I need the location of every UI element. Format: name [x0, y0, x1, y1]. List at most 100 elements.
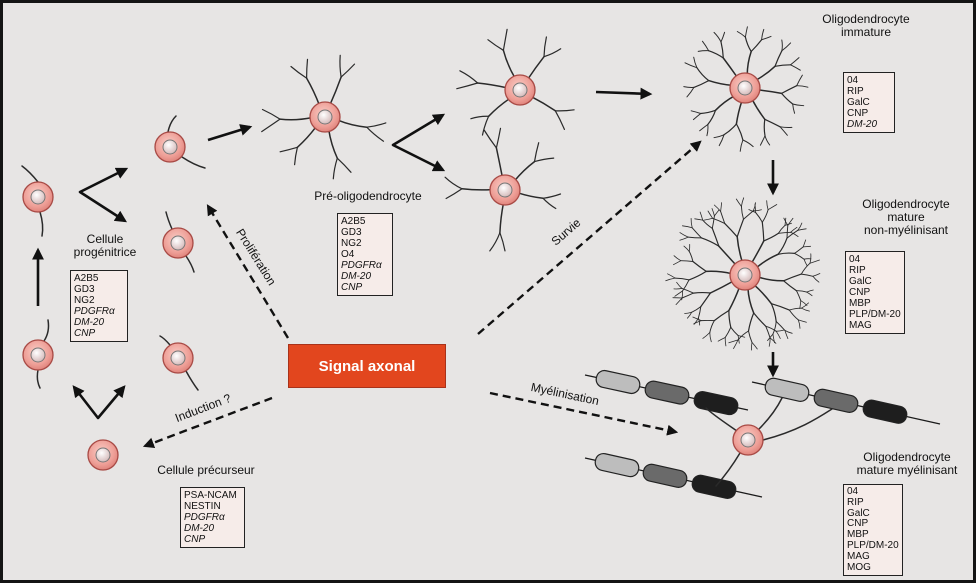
marker: GalC	[847, 507, 870, 519]
cell-process	[768, 337, 771, 347]
marker: PLP/DM-20	[847, 539, 899, 551]
title-line: mature	[887, 210, 925, 224]
marker: PDGFRα	[74, 306, 115, 317]
cell-process	[746, 50, 752, 76]
cell-process	[476, 82, 508, 89]
myelin-segment	[644, 380, 690, 405]
cell-process	[706, 124, 709, 137]
cell-process	[753, 312, 767, 327]
cell-process	[770, 303, 790, 311]
immature-oligodendrocyte-processes	[683, 26, 809, 152]
cell-process	[806, 289, 814, 293]
marker: CNP	[341, 282, 363, 293]
cell-process	[800, 273, 814, 277]
cell-process	[792, 103, 805, 107]
cell-process	[747, 286, 755, 314]
myelin-segment	[594, 452, 640, 478]
marker: GalC	[847, 97, 870, 108]
progenitor-cell	[162, 342, 194, 374]
cell-process	[812, 275, 820, 283]
cell-process	[279, 116, 313, 121]
cell-process	[502, 28, 508, 51]
cell-nucleus	[512, 82, 528, 98]
cell-process	[752, 202, 756, 212]
cell-process	[741, 197, 745, 207]
cell-process	[673, 255, 682, 262]
cell-process	[753, 283, 773, 305]
cell-nucleus	[737, 267, 753, 283]
branching-arrow	[391, 113, 446, 172]
cell-process	[675, 297, 683, 305]
marker: GalC	[849, 276, 872, 287]
cell-process	[711, 227, 720, 247]
marker: DM-20	[847, 119, 878, 130]
survival-arrow	[477, 140, 702, 335]
cell-process	[696, 67, 710, 82]
axonal-signal-box: Signal axonal	[288, 344, 446, 388]
cell-process	[728, 286, 741, 312]
cell-process	[775, 321, 786, 331]
marker: NG2	[341, 238, 362, 249]
cell-process	[763, 118, 766, 137]
cell-process	[769, 337, 777, 344]
cell-process	[766, 200, 769, 211]
cell-process	[735, 198, 742, 207]
cell-process	[542, 193, 562, 199]
cell-process	[802, 245, 811, 248]
cell-process	[799, 300, 802, 309]
cell-process	[159, 335, 171, 346]
marker: A2B5	[74, 273, 99, 284]
cell-process	[296, 125, 317, 149]
cell-process	[681, 292, 694, 299]
cell-process	[778, 231, 792, 234]
cell-nucleus	[170, 350, 186, 366]
cell-process	[185, 370, 199, 391]
cell-process	[533, 157, 555, 163]
cell-process	[783, 217, 789, 226]
cell-process	[783, 273, 802, 282]
cell-process	[787, 217, 794, 226]
cell-process	[750, 39, 763, 53]
cell-process	[167, 115, 177, 133]
cell-process	[750, 240, 765, 265]
cell-process	[778, 224, 786, 234]
cell-process	[700, 292, 711, 308]
cell-process	[728, 309, 732, 328]
cell-process	[693, 317, 699, 325]
cell-process	[693, 80, 710, 88]
cell-process	[733, 339, 739, 349]
cell-process	[736, 236, 744, 264]
cell-process	[748, 330, 753, 343]
cell-process	[797, 222, 803, 231]
cell-process	[786, 229, 799, 239]
cell-process	[456, 82, 479, 90]
axonal-signal-arrows	[142, 140, 702, 449]
cell-process	[495, 147, 504, 179]
branching-arrow	[72, 385, 126, 420]
cell-process	[720, 210, 726, 224]
cell-process	[543, 48, 562, 58]
cell-process	[692, 291, 711, 294]
cell-process	[743, 210, 754, 220]
cell-process	[757, 276, 785, 282]
cell-process	[690, 218, 693, 229]
pre-oligodendrocyte-processes	[261, 54, 387, 180]
cell-processes-layer	[21, 26, 821, 391]
cell-process	[709, 280, 735, 294]
cell-process	[502, 49, 516, 79]
cell-process	[783, 280, 798, 292]
cell-process	[687, 236, 702, 239]
cell-process	[684, 62, 698, 69]
cell-process	[714, 209, 720, 217]
marker: MOG	[847, 561, 871, 573]
cell-process	[682, 279, 690, 292]
marker: PDGFRα	[341, 260, 382, 271]
cell-process	[36, 369, 41, 389]
progenitor-cell	[162, 227, 194, 259]
cell-process	[781, 42, 792, 52]
cell-nucleus	[95, 447, 111, 463]
cell-process	[366, 122, 387, 128]
cell-process	[784, 330, 793, 334]
cell-nucleus	[497, 182, 513, 198]
title-line: non-myélinisant	[863, 223, 949, 237]
